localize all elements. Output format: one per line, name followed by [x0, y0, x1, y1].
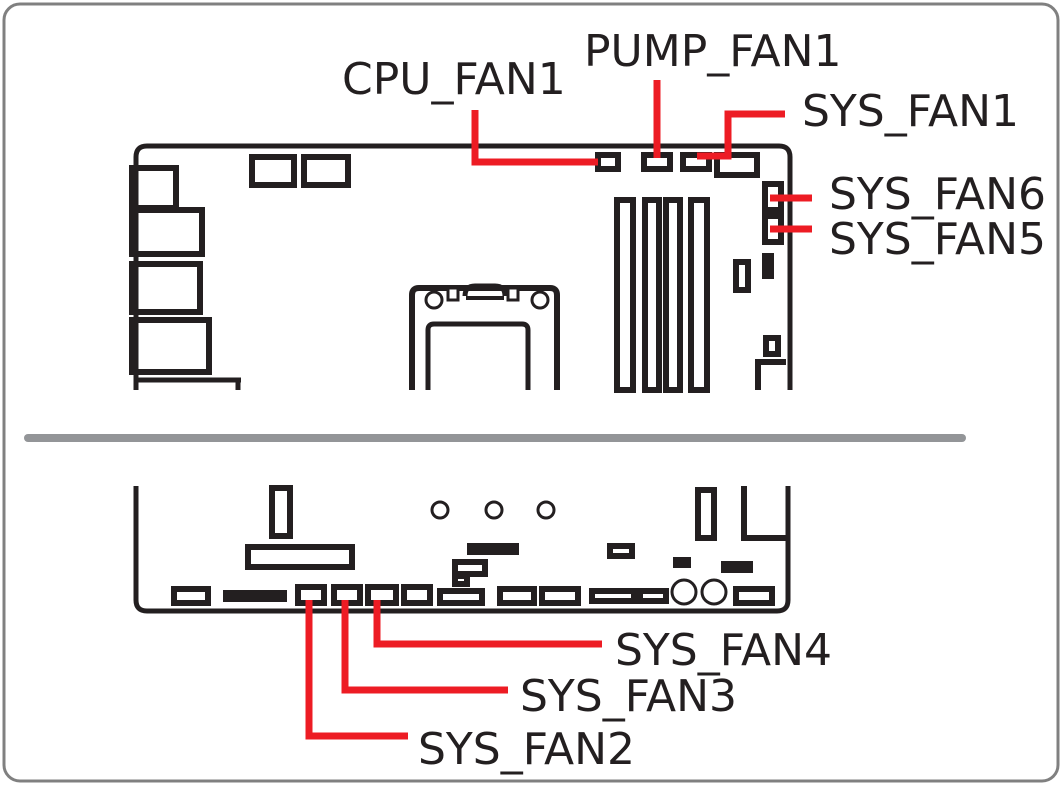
sys-fan3-leader	[341, 600, 508, 694]
cpu-socket	[409, 283, 560, 390]
bottom-header-9	[637, 588, 669, 604]
bottom-header-8	[589, 588, 637, 604]
standoff-1	[430, 500, 450, 520]
bottom-header-2	[223, 590, 255, 602]
sys-fan6-label: SYS_FAN6	[829, 169, 1046, 220]
rear-io-block-2	[129, 207, 205, 257]
right-component-1	[733, 259, 751, 293]
bottom-board-view: SYS_FAN4 SYS_FAN3 SYS_FAN2	[133, 485, 832, 775]
top-connector-left	[249, 154, 297, 188]
vertical-connector	[269, 485, 293, 539]
sys-fan3-label: SYS_FAN3	[520, 671, 737, 722]
sys-fan4-leader	[373, 600, 602, 648]
small-chip-5	[673, 557, 691, 568]
sys-fan2-label: SYS_FAN2	[418, 724, 635, 775]
bottom-header-10	[733, 586, 775, 606]
rear-io-block-4	[129, 317, 212, 375]
sys-fan1-header	[680, 152, 712, 172]
bottom-header-6	[497, 586, 537, 606]
rear-io-block-3	[129, 261, 203, 315]
top-board-view: CPU_FAN1 PUMP_FAN1 SYS_FAN1 SYS_FAN6 SYS…	[129, 26, 1046, 393]
cpu-fan1-leader	[471, 110, 598, 166]
bottom-header-7	[539, 586, 581, 606]
right-component-4	[755, 359, 786, 390]
sys-fan4-label: SYS_FAN4	[615, 625, 832, 676]
bottom-header-1	[171, 586, 211, 606]
sys-fan5-label: SYS_FAN5	[829, 214, 1046, 265]
sys-fan1-label: SYS_FAN1	[802, 86, 1019, 137]
small-chip-1	[467, 543, 519, 555]
bottom-header-4	[401, 584, 433, 606]
dimm-slots	[614, 197, 710, 393]
top-board-outline	[133, 143, 793, 390]
right-slot-2	[741, 486, 786, 541]
small-chip-6	[721, 561, 753, 573]
standoff-3	[536, 500, 556, 520]
wide-connector	[245, 544, 355, 570]
bottom-round-1	[670, 578, 698, 606]
bottom-header-3	[255, 590, 287, 602]
bottom-board-outline	[133, 486, 791, 614]
sys-fan2-leader	[305, 600, 408, 740]
small-chip-4	[607, 543, 635, 559]
right-slot-1	[695, 487, 717, 541]
bottom-header-5	[437, 588, 485, 606]
top-connector-right	[301, 154, 351, 188]
right-component-2	[762, 253, 774, 279]
bottom-round-2	[700, 578, 728, 606]
pump-fan1-label: PUMP_FAN1	[584, 26, 842, 77]
standoff-2	[484, 500, 504, 520]
sys-fan1-leader	[697, 110, 785, 160]
small-chip-3	[452, 573, 470, 587]
sys-fan4-header	[365, 584, 399, 606]
top-right-connector	[714, 152, 760, 178]
cpu-fan1-label: CPU_FAN1	[342, 54, 566, 105]
right-component-3	[763, 335, 781, 357]
